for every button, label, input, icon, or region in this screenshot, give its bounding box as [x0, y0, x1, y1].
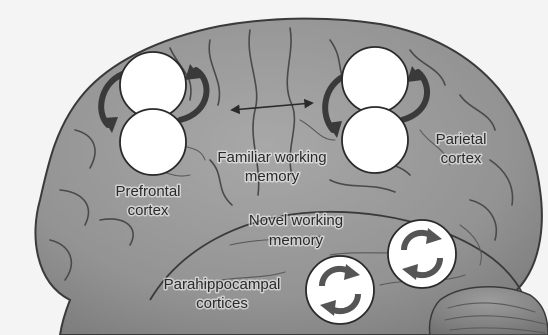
- svg-text:cortex: cortex: [441, 150, 482, 167]
- svg-text:Parietal: Parietal: [436, 131, 487, 148]
- svg-text:memory: memory: [245, 168, 300, 185]
- svg-text:Novel working: Novel working: [249, 212, 343, 229]
- svg-text:cortex: cortex: [128, 202, 169, 219]
- cycle-icon-right: [388, 220, 456, 288]
- prefrontal-node-upper: [120, 52, 186, 118]
- svg-text:Parahippocampal: Parahippocampal: [164, 276, 281, 293]
- svg-text:memory: memory: [269, 232, 324, 249]
- svg-text:Prefrontal: Prefrontal: [115, 183, 180, 200]
- svg-text:Familiar working: Familiar working: [217, 149, 326, 166]
- cycle-icon-left: [306, 256, 374, 324]
- svg-text:cortices: cortices: [196, 295, 248, 312]
- parietal-node-upper: [342, 47, 408, 113]
- prefrontal-node-lower: [120, 109, 186, 175]
- parietal-node-lower: [342, 107, 408, 173]
